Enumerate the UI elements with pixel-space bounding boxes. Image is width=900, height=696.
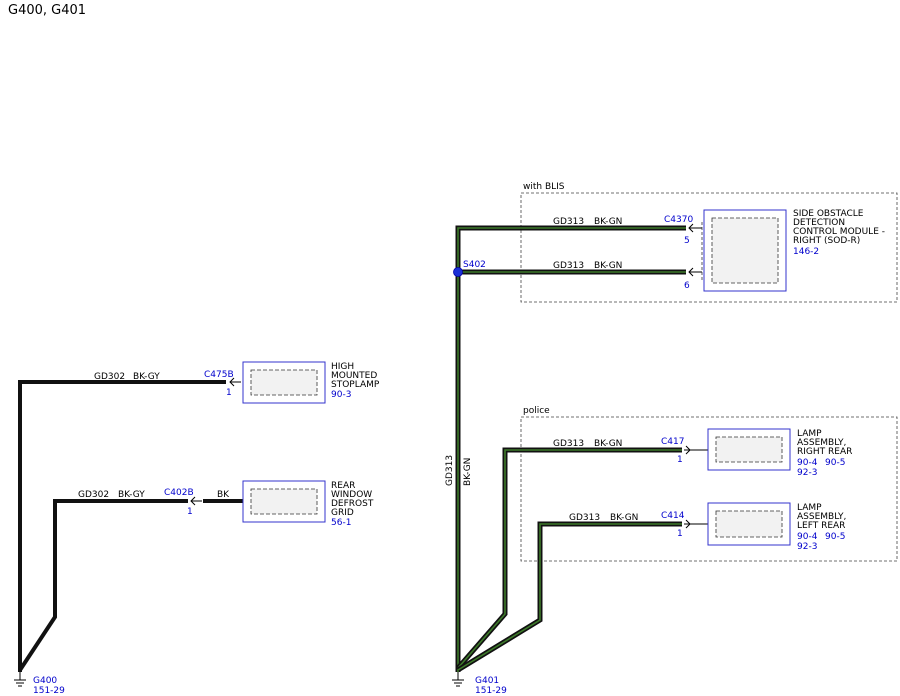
- sod-r-inner-box: [711, 217, 779, 284]
- g401-ground-label: G401: [475, 676, 499, 686]
- c414-connector-label: C414: [661, 511, 685, 521]
- sod-r-name-line-4: RIGHT (SOD-R): [793, 236, 860, 246]
- s402-splice-dot: [453, 267, 463, 277]
- lamp-rr-name-line-1: LAMP: [797, 429, 822, 439]
- defrost-name-line-4: GRID: [331, 508, 354, 518]
- c4370-connector-label: C4370: [664, 215, 693, 225]
- gd302-circuit-label-1: GD302: [94, 372, 125, 382]
- wire-gd302-stoplamp: [18, 380, 226, 672]
- c475b-pin-arrow: [229, 377, 241, 387]
- lamp-lr-inner-box: [715, 510, 783, 538]
- c417-pin-arrow: [684, 445, 708, 455]
- g401-ground-icon: [452, 672, 464, 687]
- gd313-circuit-label-4: GD313: [569, 513, 600, 523]
- c417-pin-number: 1: [677, 455, 683, 465]
- lamp-lr-ref-1: 90-4: [797, 532, 818, 542]
- lamp-rr-ref-3: 92-3: [797, 468, 817, 478]
- defrost-inner-box: [250, 488, 318, 515]
- police-group-label: police: [523, 406, 550, 416]
- lamp-lr-name-line-1: LAMP: [797, 503, 822, 513]
- sod-r-name-line-2: DETECTION: [793, 218, 845, 228]
- defrost-name-line-3: DEFROST: [331, 499, 374, 509]
- c4370-pin-6-number: 6: [684, 281, 690, 291]
- c417-connector-label: C417: [661, 437, 684, 447]
- page-title: G400, G401: [8, 3, 87, 18]
- gd313-circuit-label-3: GD313: [553, 439, 584, 449]
- gd302-circuit-label-2: GD302: [78, 490, 109, 500]
- sod-r-name-line-1: SIDE OBSTACLE: [793, 209, 864, 219]
- stoplamp-ref: 90-3: [331, 390, 351, 400]
- lamp-lr-ref-3: 92-3: [797, 542, 817, 552]
- c402b-connector-label: C402B: [164, 488, 194, 498]
- sod-r-name-line-3: CONTROL MODULE -: [793, 227, 885, 237]
- s402-splice-label: S402: [463, 260, 486, 270]
- g400-ground-icon: [14, 672, 26, 687]
- lamp-lr-ref-2: 90-5: [825, 532, 845, 542]
- c4370-pin-5-number: 5: [684, 236, 690, 246]
- lamp-rr-name-line-2: ASSEMBLY,: [797, 438, 846, 448]
- g400-ground-ref: 151-29: [33, 686, 65, 696]
- lamp-rr-name-line-3: RIGHT REAR: [797, 447, 852, 457]
- gd313-color-label-4: BK-GN: [610, 513, 638, 523]
- stoplamp-name-line-3: STOPLAMP: [331, 380, 380, 390]
- gd313-color-label-1: BK-GN: [594, 217, 622, 227]
- with-blis-group-label: with BLIS: [523, 182, 565, 192]
- gd313-trunk-circuit-label: GD313: [445, 455, 455, 486]
- gd313-circuit-label-1: GD313: [553, 217, 584, 227]
- c4370-pin-5-arrow: [688, 223, 702, 233]
- wire-gd313-lamp-lr: [456, 521, 682, 673]
- c4370-pin-6-arrow: [688, 267, 702, 277]
- wire-gd313-trunk: [455, 225, 686, 672]
- wire-gd313-lamp-rr: [456, 447, 682, 670]
- police-group-box: [520, 416, 898, 562]
- gd302-color-label-2: BK-GY: [118, 490, 145, 500]
- c475b-connector-label: C475B: [204, 370, 234, 380]
- lamp-rr-ref-2: 90-5: [825, 458, 845, 468]
- defrost-name-line-2: WINDOW: [331, 490, 372, 500]
- c414-pin-arrow: [684, 519, 708, 529]
- wire-gd302-defrost: [18, 499, 188, 672]
- lamp-rr-ref-1: 90-4: [797, 458, 818, 468]
- g401-ground-ref: 151-29: [475, 686, 507, 696]
- sod-r-ref: 146-2: [793, 247, 819, 257]
- stoplamp-inner-box: [250, 369, 318, 396]
- bk-color-label: BK: [217, 490, 230, 500]
- defrost-name-line-1: REAR: [331, 481, 355, 491]
- c414-pin-number: 1: [677, 529, 683, 539]
- lamp-lr-name-line-3: LEFT REAR: [797, 521, 845, 531]
- defrost-ref: 56-1: [331, 518, 351, 528]
- gd302-color-label-1: BK-GY: [133, 372, 160, 382]
- lamp-rr-inner-box: [715, 436, 783, 463]
- gd313-trunk-color-label: BK-GN: [463, 458, 473, 486]
- stoplamp-name-line-1: HIGH: [331, 362, 354, 372]
- c402b-pin-number: 1: [187, 507, 193, 517]
- gd313-color-label-3: BK-GN: [594, 439, 622, 449]
- lamp-lr-name-line-2: ASSEMBLY,: [797, 512, 846, 522]
- gd313-circuit-label-2: GD313: [553, 261, 584, 271]
- stoplamp-name-line-2: MOUNTED: [331, 371, 377, 381]
- c402b-pin-arrow: [190, 496, 202, 506]
- gd313-color-label-2: BK-GN: [594, 261, 622, 271]
- with-blis-group-box: [520, 192, 898, 303]
- g400-ground-label: G400: [33, 676, 57, 686]
- c475b-pin-number: 1: [226, 388, 232, 398]
